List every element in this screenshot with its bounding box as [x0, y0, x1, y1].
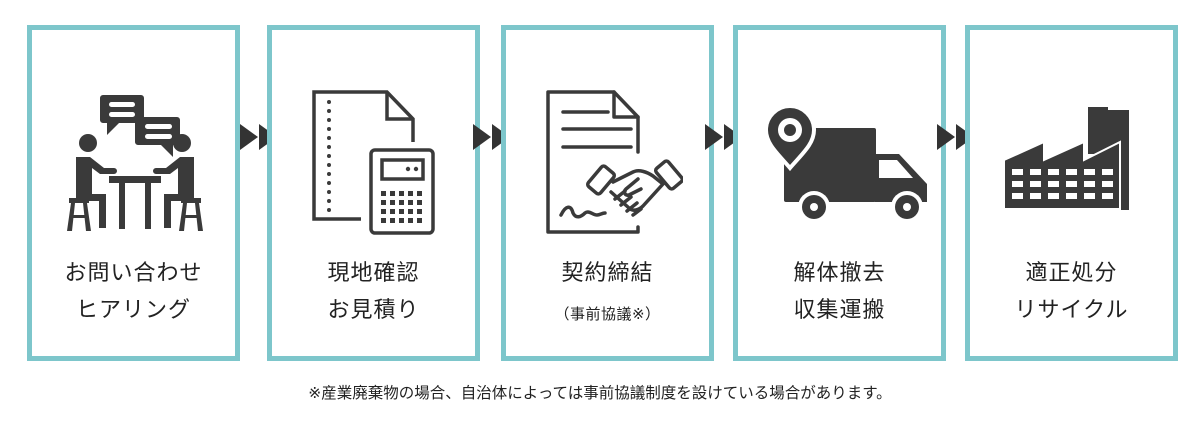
- delivery-truck-location-icon: [738, 82, 941, 242]
- step-4-subtitle: 収集運搬: [793, 298, 886, 323]
- factory-icon: [970, 82, 1173, 242]
- step-5-subtitle: リサイクル: [1014, 298, 1129, 323]
- document-calculator-icon: [272, 82, 475, 242]
- step-2-subtitle: お見積り: [327, 298, 420, 323]
- step-1-title: お問い合わせ: [64, 261, 203, 286]
- step-3-title: 契約締結: [561, 261, 654, 286]
- step-5-disposal-recycling: 適正処分 リサイクル: [965, 25, 1178, 361]
- step-1-consultation: お問い合わせ ヒアリング: [27, 25, 240, 361]
- step-4-title: 解体撤去: [793, 261, 886, 286]
- step-3-contract: 契約締結 （事前協議※）: [501, 25, 714, 361]
- step-5-title: 適正処分: [1025, 261, 1118, 286]
- consultation-meeting-icon: [32, 82, 235, 242]
- step-4-demolition-transport: 解体撤去 収集運搬: [733, 25, 946, 361]
- step-3-subtitle: （事前協議※）: [554, 305, 661, 323]
- step-2-site-survey: 現地確認 お見積り: [267, 25, 480, 361]
- step-1-subtitle: ヒアリング: [75, 298, 191, 323]
- footnote: ※産業廃棄物の場合、自治体によっては事前協議制度を設けている場合があります。: [308, 384, 892, 402]
- contract-handshake-icon: [506, 82, 709, 242]
- step-2-title: 現地確認: [327, 261, 420, 286]
